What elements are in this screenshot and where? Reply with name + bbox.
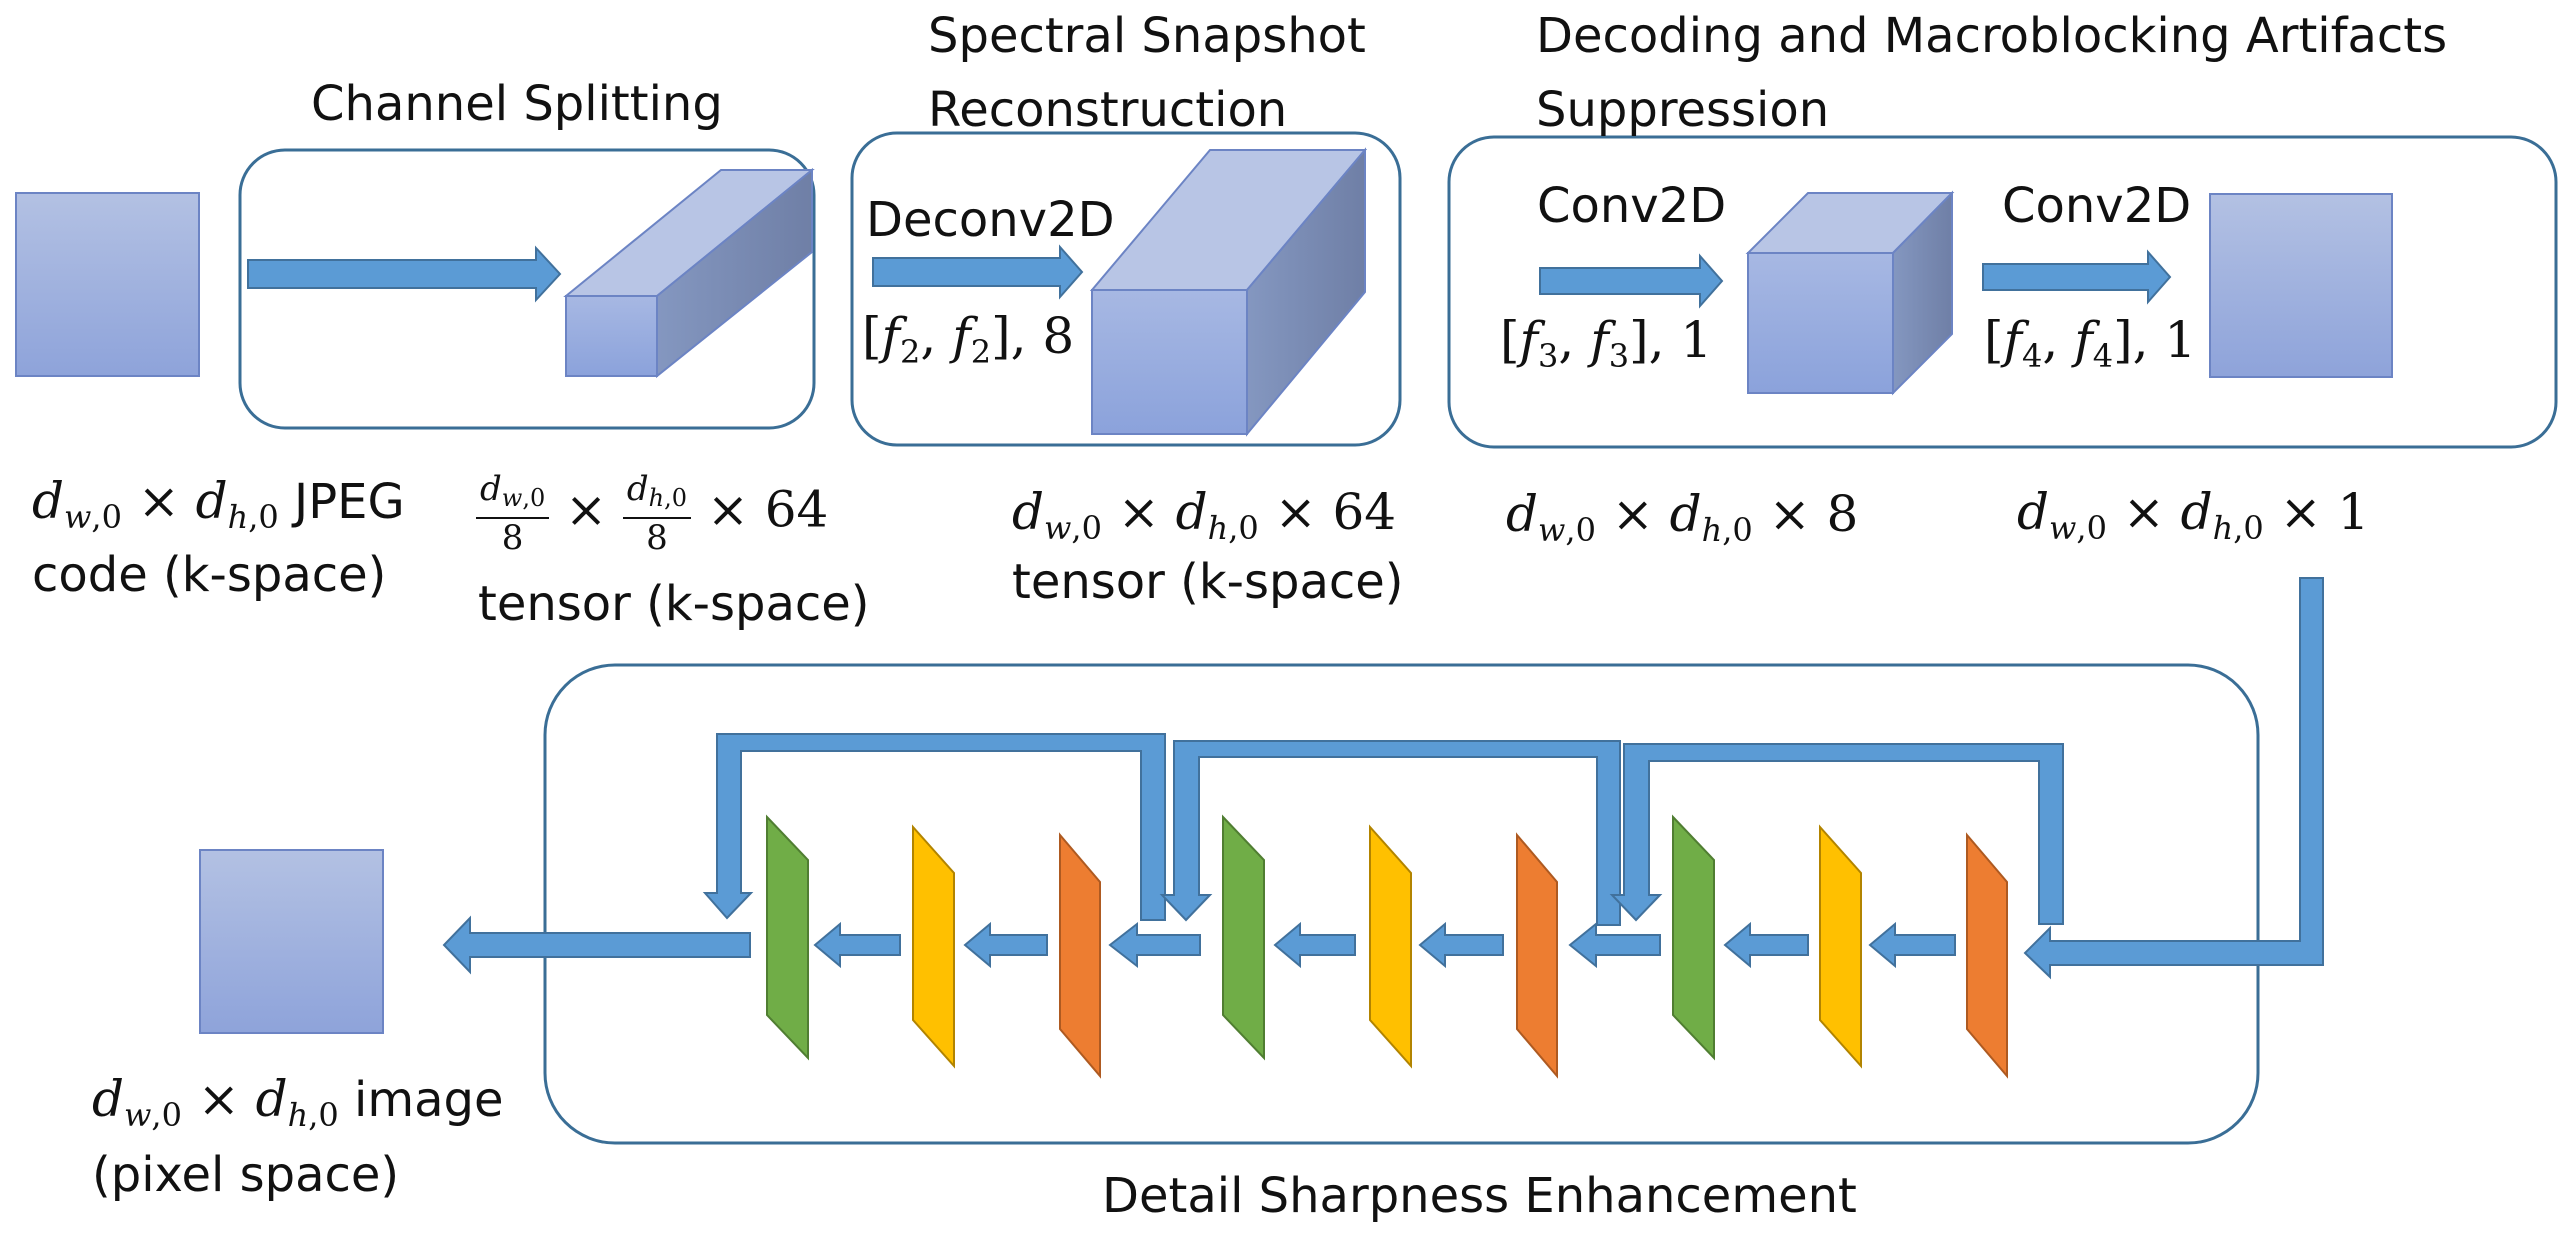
skip-arrow-1 — [702, 733, 1166, 921]
recon-dims: dw,0 × dh,0 × 64 — [1012, 483, 1397, 547]
conv-arrow-1 — [1539, 253, 1724, 309]
split-arrow — [247, 245, 562, 303]
spectral-reconstruction-box — [850, 131, 1402, 447]
yellow-layer-2 — [1369, 824, 1412, 1069]
layer-arrow-3 — [1568, 921, 1661, 969]
jpeg-code-square — [15, 192, 200, 377]
deconv-arrow — [872, 244, 1084, 300]
decoded-tensor-cube — [1745, 190, 1955, 396]
detail-enhancement-box — [543, 663, 2260, 1145]
layer-arrow-5 — [1273, 921, 1356, 969]
conv-kernel-2: [f4, f4], 1 — [1984, 311, 2197, 375]
jpeg-dims: dw,0 × dh,0 JPEG — [32, 472, 405, 536]
decoding-title-line2: Suppression — [1536, 82, 1830, 138]
skip-arrow-2 — [1159, 740, 1621, 926]
decoding-title-line1: Decoding and Macroblocking Artifacts — [1536, 8, 2448, 64]
skip-arrow-3 — [1609, 743, 2064, 925]
connector-arrow — [2023, 577, 2324, 980]
spectral-title-line1: Spectral Snapshot — [928, 8, 1366, 64]
output-dims: dw,0 × dh,0 × 1 — [2017, 483, 2370, 547]
yellow-layer-1 — [912, 824, 955, 1069]
orange-layer-1 — [1059, 832, 1101, 1079]
layer-arrow-7 — [963, 921, 1048, 969]
layer-arrow-6 — [1108, 921, 1201, 969]
channel-splitting-box — [238, 148, 816, 430]
layer-arrow-1 — [1868, 921, 1956, 969]
single-channel-square — [2209, 193, 2393, 378]
orange-layer-3 — [1966, 832, 2008, 1079]
output-image-square — [199, 849, 384, 1034]
conv-label-1: Conv2D — [1537, 178, 1727, 234]
output-arrow — [442, 915, 751, 975]
split-tensor-cuboid — [563, 167, 815, 379]
yellow-layer-3 — [1819, 824, 1862, 1069]
layer-arrow-8 — [813, 921, 901, 969]
split-desc: tensor (k-space) — [478, 576, 870, 632]
decoding-suppression-box — [1447, 135, 2558, 449]
conv-arrow-2 — [1982, 249, 2172, 305]
conv-label-2: Conv2D — [2002, 178, 2192, 234]
layer-arrow-2 — [1723, 921, 1809, 969]
detail-enhancement-title: Detail Sharpness Enhancement — [1102, 1168, 1857, 1224]
reconstruction-tensor-cuboid — [1089, 147, 1368, 437]
image-desc: (pixel space) — [92, 1147, 400, 1203]
orange-layer-2 — [1516, 832, 1558, 1079]
jpeg-desc: code (k-space) — [32, 547, 387, 603]
recon-desc: tensor (k-space) — [1012, 554, 1404, 610]
green-layer-3 — [1672, 814, 1715, 1061]
decode-dims: dw,0 × dh,0 × 8 — [1506, 485, 1859, 549]
deconv-label: Deconv2D — [866, 192, 1115, 248]
image-dims: dw,0 × dh,0 image — [92, 1070, 504, 1134]
deconv-kernel: [f2, f2], 8 — [862, 307, 1075, 371]
layer-arrow-4 — [1418, 921, 1504, 969]
green-layer-1 — [766, 814, 809, 1061]
conv-kernel-1: [f3, f3], 1 — [1500, 311, 1713, 375]
channel-splitting-title: Channel Splitting — [311, 76, 723, 132]
spectral-title-line2: Reconstruction — [928, 82, 1288, 138]
green-layer-2 — [1222, 814, 1265, 1061]
